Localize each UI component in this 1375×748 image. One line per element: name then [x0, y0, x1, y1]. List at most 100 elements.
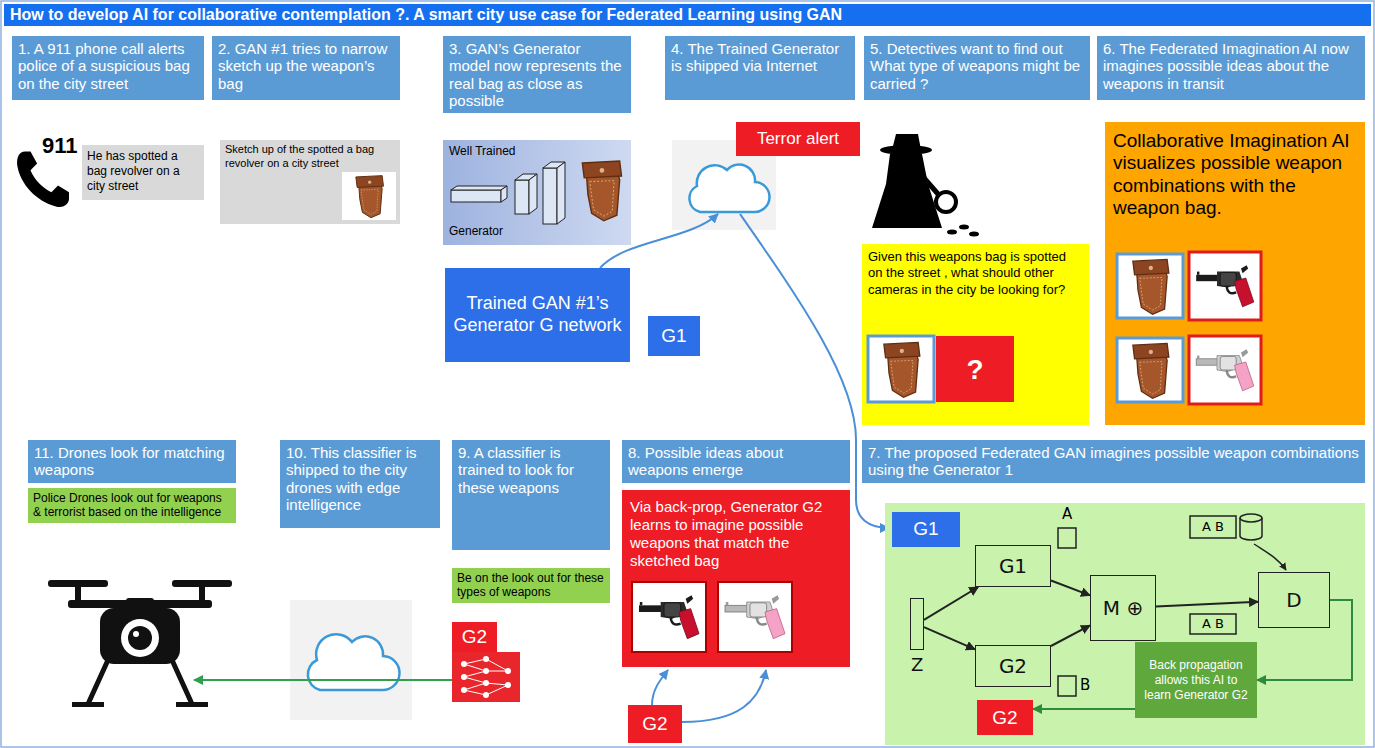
alert-box: Terror alert	[736, 122, 860, 156]
generator-network-art-part	[451, 162, 565, 224]
caller-note: He has spotted a bag revolver on a city …	[82, 145, 204, 200]
generator-network-art-part-part	[515, 174, 537, 180]
weapon-combinations-art-part	[1196, 349, 1254, 391]
generator-network-art-part-part	[557, 162, 565, 224]
revolver-pictures-part	[718, 582, 792, 652]
holster-sketch-part	[356, 176, 384, 218]
neural-net-icon-part	[461, 687, 467, 693]
node-text: Police Drones look out for weapons & ter…	[33, 491, 231, 520]
node-text: G2	[642, 713, 667, 735]
generator-network-art-part	[582, 161, 621, 221]
node-text: 11. Drones look for matching weapons	[34, 444, 230, 479]
step-box: 9. A classifier is trained to look for t…	[452, 440, 610, 550]
merge-block: M ⊕	[1090, 575, 1156, 641]
node-text: 7. The proposed Federated GAN imagines p…	[868, 444, 1359, 479]
real-data-arrow	[1254, 544, 1286, 570]
model-tag: G1	[892, 512, 960, 547]
discriminator-block: D	[1258, 572, 1330, 628]
connector-arrow	[1051, 581, 1090, 596]
node-text: Sketch up of the spotted a bag revolver …	[225, 143, 395, 171]
generator-network-art-part-part	[451, 186, 507, 190]
unknown-weapon-box: ?	[936, 336, 1014, 402]
generator-network-art-part-part	[451, 190, 501, 202]
detective-icon-part	[924, 178, 938, 194]
node-text: 6. The Federated Imagination AI now imag…	[1103, 40, 1359, 92]
imagination-panel: Collaborative Imagination AI visualizes …	[1105, 122, 1365, 425]
neural-net-icon-part	[483, 692, 489, 698]
neural-net-icon-part	[483, 668, 489, 674]
node-text: 4. The Trained Generator is shipped via …	[671, 40, 849, 75]
generator-network-art-part-part	[529, 174, 537, 214]
neural-net-icon-part	[461, 674, 467, 680]
drone-icon-part	[88, 660, 192, 704]
note-box: Police Drones look out for weapons & ter…	[28, 488, 236, 523]
node-text: G1	[913, 518, 938, 541]
node-text: M ⊕	[1103, 596, 1143, 620]
step-box: 10. This classifier is shipped to the ci…	[280, 440, 440, 528]
generator-network-art-part-part	[501, 186, 507, 202]
detective-icon	[872, 134, 979, 237]
question-panel: Given this weapons bag is spotted on the…	[862, 244, 1089, 425]
database-symbol-part	[1240, 514, 1262, 522]
node-text: G1	[999, 554, 1027, 578]
connector-arrow	[1156, 602, 1258, 607]
pair-label: A B	[1190, 614, 1236, 634]
generator-network-art-part-part	[543, 162, 565, 168]
node-text: 9. A classifier is trained to look for t…	[458, 444, 604, 496]
model-tag: G2	[628, 705, 682, 743]
weapon-combinations-art-part	[1133, 343, 1169, 398]
node-text: Z	[911, 655, 923, 675]
node-text: He has spotted a bag revolver on a city …	[87, 149, 199, 194]
drone-icon-part	[133, 631, 139, 637]
weapon-combinations-art-part	[1117, 338, 1183, 402]
drone-icon-part	[100, 608, 180, 664]
generate-arrow	[682, 670, 766, 722]
drone-icon-part	[72, 702, 104, 707]
generator-network-art-part-part	[543, 168, 557, 224]
node-text: 3. GAN’s Generator model now represents …	[449, 40, 625, 109]
node-text: G2	[999, 654, 1027, 678]
neural-net-icon-part	[483, 656, 489, 662]
node-text: Generator	[449, 224, 625, 238]
neural-net-icon-part	[505, 682, 511, 688]
detective-icon-part	[947, 230, 957, 235]
drone-icon-part	[48, 580, 108, 587]
detective-icon-part	[936, 192, 956, 212]
node-text: Terror alert	[757, 129, 839, 149]
pair-box	[1190, 614, 1236, 634]
generator-block: G1	[975, 545, 1051, 587]
neural-net-icon-part	[483, 680, 489, 686]
database-symbol-part	[1240, 518, 1262, 540]
connector-arrow	[1033, 708, 1135, 710]
backprop-box: Back propagation allows this AI to learn…	[1135, 642, 1257, 718]
deploy-arrow	[194, 679, 452, 681]
pair-label: A B	[1190, 517, 1236, 537]
drone-icon-part	[176, 702, 208, 707]
step-box: 3. GAN’s Generator model now represents …	[443, 36, 631, 113]
holster-sketch-part	[342, 172, 396, 220]
weapon-combinations-art-part	[1196, 265, 1254, 307]
title-bar: How to develop AI for collaborative cont…	[4, 4, 1371, 26]
node-text: 8. Possible ideas about weapons emerge	[628, 444, 844, 479]
connector-arrow	[924, 587, 978, 620]
node-text: ?	[966, 352, 983, 387]
generate-arrow	[652, 670, 668, 705]
phone-icon-part	[17, 152, 69, 208]
step-box: 1. A 911 phone call alerts police of a s…	[12, 36, 204, 100]
weapon-combinations-art-part	[1117, 254, 1183, 318]
node-text: 10. This classifier is shipped to the ci…	[286, 444, 434, 513]
result-panel: Via back-prop, Generator G2 learns to im…	[622, 490, 850, 667]
holster-picture-part	[884, 342, 920, 397]
weapon-combinations-art-part	[1133, 259, 1169, 314]
step-box: 8. Possible ideas about weapons emerge	[622, 440, 850, 483]
node-text: Trained GAN #1’s Generator G network	[451, 293, 624, 336]
cloud-icon	[689, 165, 769, 213]
step-box: 6. The Federated Imagination AI now imag…	[1097, 36, 1365, 100]
node-text: G1	[661, 325, 686, 348]
connector-arrow	[924, 627, 975, 649]
output-letter: A	[1062, 505, 1072, 523]
neural-net-icon-part	[452, 652, 520, 702]
revolver-pictures-part	[639, 595, 699, 638]
